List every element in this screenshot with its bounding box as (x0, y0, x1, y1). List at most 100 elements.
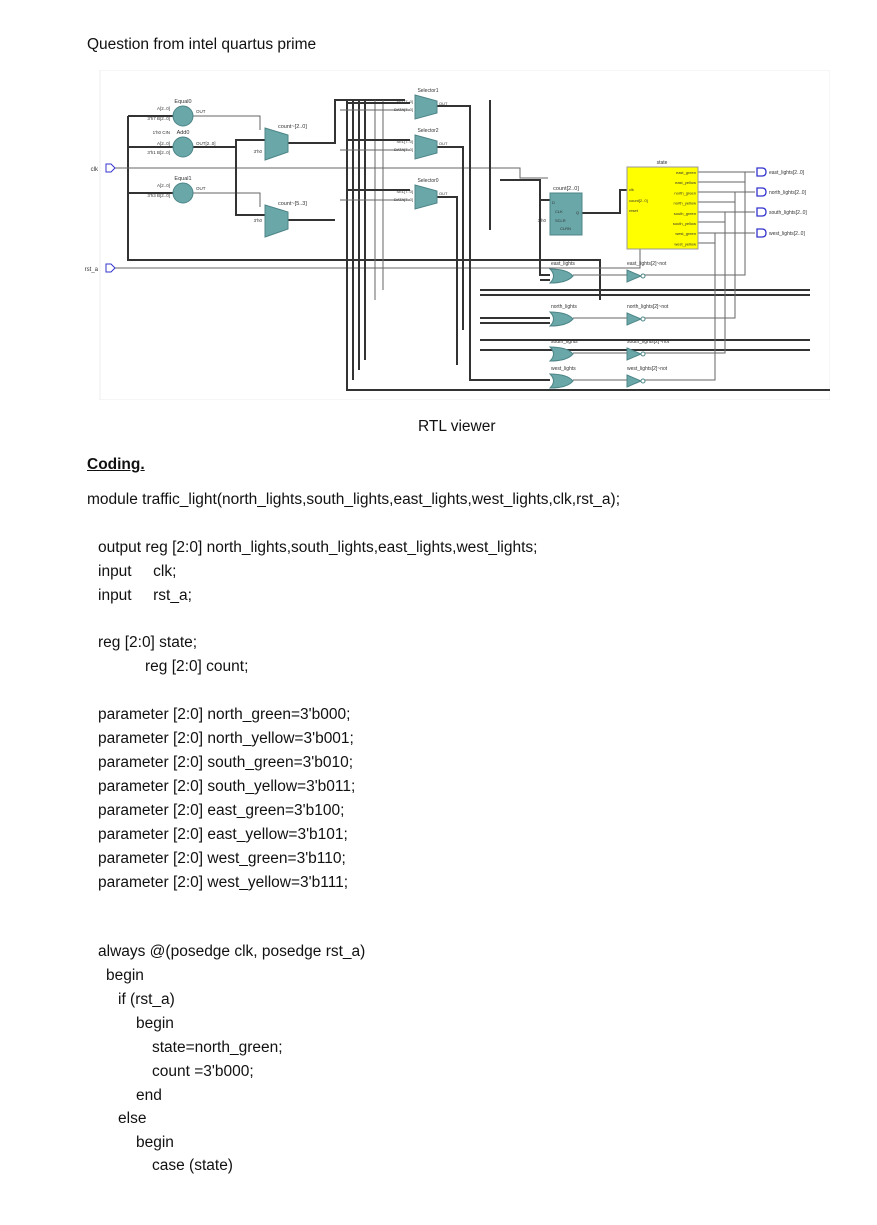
svg-text:3'h3 B[2..0]: 3'h3 B[2..0] (147, 193, 170, 198)
svg-text:SCLR: SCLR (555, 218, 566, 223)
selector-sel: SEL[7..0] (397, 139, 413, 144)
not-bubble (640, 351, 646, 357)
state-output-label: west_green (675, 231, 696, 236)
state-output-label: north_yellow (674, 201, 697, 206)
or-gate-label: south_lights (551, 339, 578, 345)
not-gate-icon (626, 347, 643, 361)
or-gate-icon (548, 373, 574, 389)
output-ports: east_lights[2..0]north_lights[2..0]south… (756, 167, 807, 238)
not-gate-label: east_lights[2]~not (627, 261, 667, 267)
svg-text:CLRN: CLRN (560, 226, 571, 231)
rst-port-icon (105, 263, 116, 273)
output-port-icon (756, 207, 767, 217)
svg-text:D: D (552, 200, 555, 205)
logic-gates: east_lights east_lights[2]~not north_light… (548, 261, 670, 389)
code-line: parameter [2:0] east_green=3'b100; (98, 802, 345, 819)
code-line: else (118, 1110, 147, 1127)
output-port-icon (756, 228, 767, 238)
svg-text:3'h7 B[2..0]: 3'h7 B[2..0] (147, 116, 170, 121)
output-port-label: west_lights[2..0] (769, 231, 805, 237)
state-output-label: east_green (676, 170, 696, 175)
svg-text:count[2..0]: count[2..0] (553, 186, 579, 192)
svg-text:A[2..0]: A[2..0] (157, 141, 170, 146)
code-line: parameter [2:0] north_green=3'b000; (98, 706, 351, 723)
code-line: parameter [2:0] east_yellow=3'b101; (98, 826, 348, 843)
selector-out: OUT (439, 141, 448, 146)
selector-out: OUT (439, 101, 448, 106)
clk-port-icon (105, 163, 116, 173)
not-gate-icon (626, 374, 643, 388)
selector-name: Selector2 (417, 128, 438, 134)
output-port-label: east_lights[2..0] (769, 170, 805, 176)
svg-text:3'h1 B[2..0]: 3'h1 B[2..0] (147, 150, 170, 155)
svg-text:Equal0: Equal0 (174, 99, 191, 105)
selector-sel: SEL[7..0] (397, 99, 413, 104)
selector-shape (414, 134, 438, 160)
svg-text:1'h0 CIN: 1'h0 CIN (153, 130, 170, 135)
selector-data: DATA[7..0] (394, 147, 413, 152)
selector-name: Selector0 (417, 178, 438, 184)
selector-name: Selector1 (417, 88, 438, 94)
code-line: always @(posedge clk, posedge rst_a) (98, 943, 366, 960)
output-port-icon (756, 167, 767, 177)
svg-text:count~[5..3]: count~[5..3] (278, 201, 307, 207)
svg-text:count[2..0]: count[2..0] (629, 198, 648, 203)
code-line: input rst_a; (98, 587, 192, 604)
svg-text:count~[2..0]: count~[2..0] (278, 124, 307, 130)
svg-text:3'h0: 3'h0 (254, 149, 263, 154)
selectors: Selector1SEL[7..0]DATA[7..0]OUTSelector2… (394, 88, 448, 210)
code-line: reg [2:0] state; (98, 634, 198, 651)
svg-text:Equal1: Equal1 (174, 176, 191, 182)
not-bubble (640, 316, 646, 322)
coding-heading: Coding. (87, 456, 145, 473)
selector-data: DATA[7..0] (394, 107, 413, 112)
svg-text:clk: clk (629, 187, 634, 192)
not-gate-label: west_lights[2]~not (627, 366, 668, 372)
svg-text:reset: reset (629, 208, 639, 213)
diagram-caption: RTL viewer (418, 418, 496, 435)
code-line: module traffic_light(north_lights,south_… (87, 491, 621, 508)
state-output-label: south_yellow (673, 221, 696, 226)
selector-shape (414, 184, 438, 210)
wires (113, 99, 830, 391)
or-gate-icon (548, 268, 574, 284)
state-output-label: south_green (674, 211, 696, 216)
svg-text:OUT: OUT (196, 186, 206, 191)
selector-out: OUT (439, 191, 448, 196)
code-line: parameter [2:0] south_yellow=3'b011; (98, 778, 356, 795)
or-gate-label: east_lights (551, 261, 575, 267)
code-line: parameter [2:0] north_yellow=3'b001; (98, 730, 354, 747)
svg-text:A[2..0]: A[2..0] (157, 183, 170, 188)
svg-text:OUT: OUT (196, 109, 206, 114)
state-output-label: north_green (674, 190, 696, 195)
code-line: begin (106, 967, 144, 984)
output-port-label: south_lights[2..0] (769, 210, 807, 216)
code-line: reg [2:0] count; (145, 658, 249, 675)
svg-text:3'h0: 3'h0 (254, 218, 263, 223)
code-line: parameter [2:0] west_green=3'b110; (98, 850, 346, 867)
svg-text:clk: clk (91, 167, 99, 173)
code-line: begin (136, 1015, 174, 1032)
state-output-label: west_yellow (674, 241, 696, 246)
code-line: state=north_green; (152, 1039, 283, 1056)
code-line: parameter [2:0] west_yellow=3'b111; (98, 874, 349, 891)
or-gate-label: north_lights (551, 304, 577, 310)
or-gate-label: west_lights (551, 366, 576, 372)
not-bubble (640, 378, 646, 384)
output-port-icon (756, 187, 767, 197)
svg-text:state: state (657, 160, 668, 166)
comparators: Equal0 A[2..0] 3'h7 B[2..0] OUT Add0 1'h… (147, 99, 216, 204)
svg-text:Add0: Add0 (177, 130, 190, 136)
code-line: case (state) (152, 1157, 233, 1174)
not-gate-label: south_lights[2]~not (627, 339, 670, 345)
not-gate-icon (626, 312, 643, 326)
muxes: count~[2..0] 3'h0 count~[5..3] 3'h0 (254, 124, 307, 238)
code-line: parameter [2:0] south_green=3'b010; (98, 754, 354, 771)
code-line: begin (136, 1134, 174, 1151)
code-line: input clk; (98, 563, 177, 580)
not-gate-label: north_lights[2]~not (627, 304, 669, 310)
svg-text:Q: Q (576, 210, 579, 215)
code-line: count =3'b000; (152, 1063, 254, 1080)
